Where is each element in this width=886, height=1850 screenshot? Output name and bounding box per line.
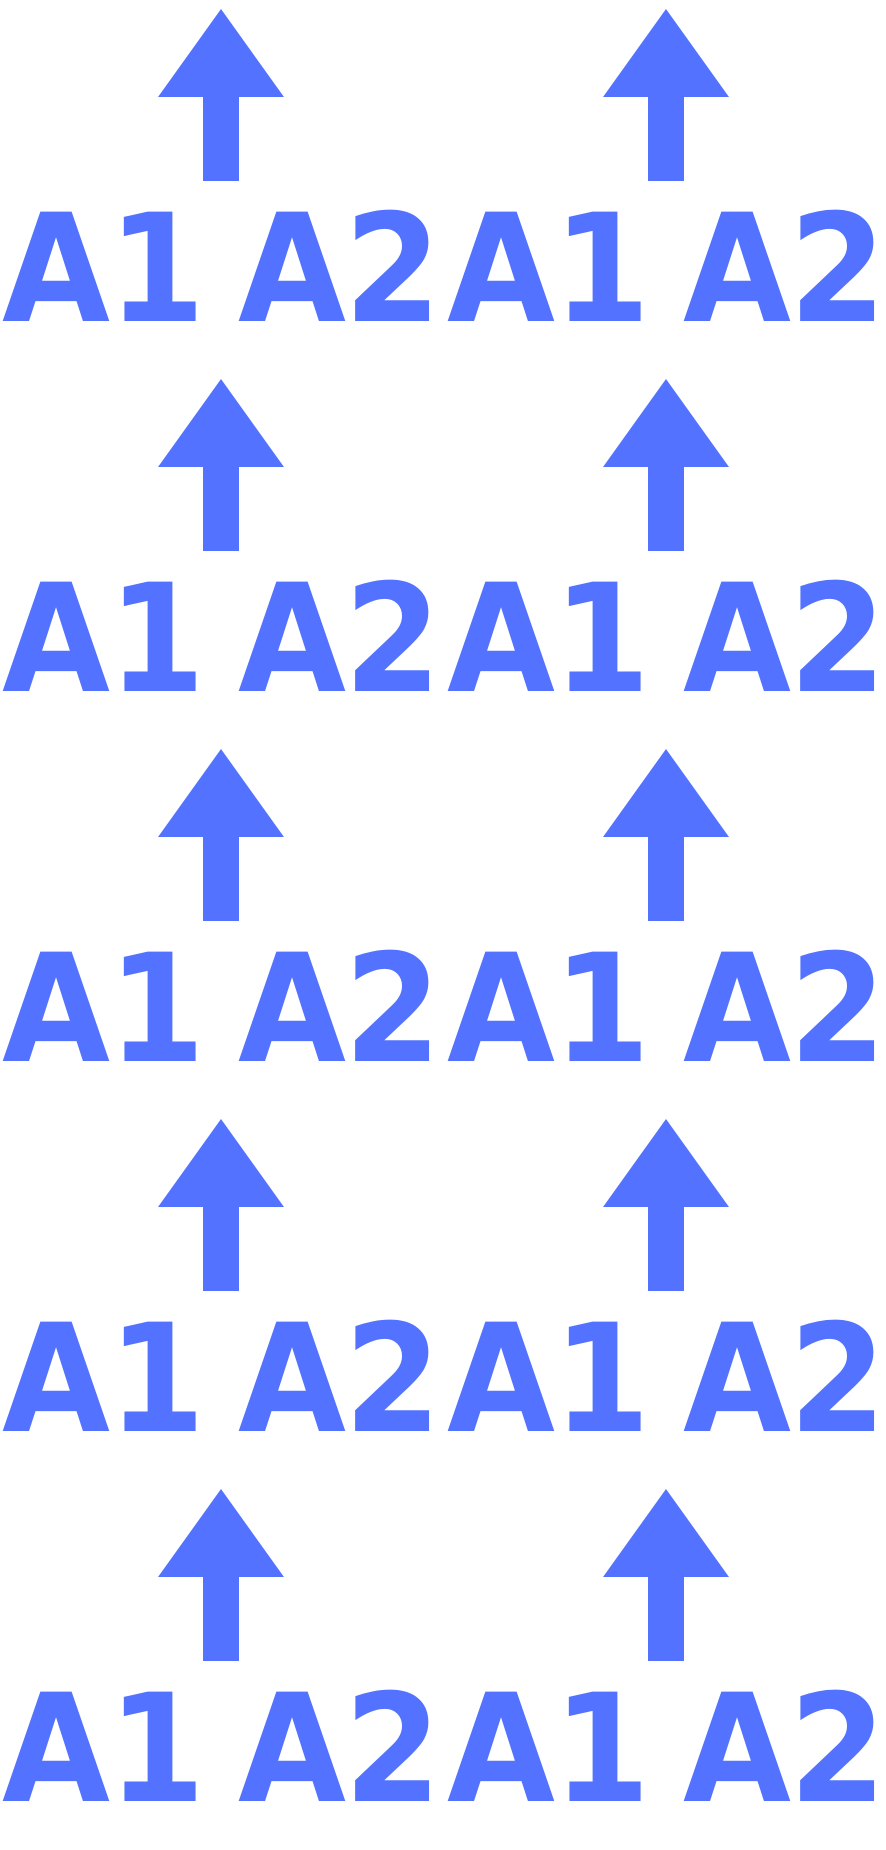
- label-a1: A1: [2, 1663, 205, 1837]
- arrow-up-icon: [603, 749, 729, 921]
- arrow-up-icon: [158, 9, 284, 181]
- label-a1: A1: [447, 1663, 650, 1837]
- label-a1: A1: [447, 183, 650, 357]
- arrow-up-icon: [158, 1119, 284, 1291]
- label-a2: A2: [683, 1663, 886, 1837]
- label-a2: A2: [238, 183, 441, 357]
- label-a1: A1: [447, 1293, 650, 1467]
- label-a2: A2: [683, 923, 886, 1097]
- arrow-up-icon: [603, 379, 729, 551]
- label-a2: A2: [238, 923, 441, 1097]
- arrow-up-icon: [603, 1489, 729, 1661]
- label-a2: A2: [238, 553, 441, 727]
- label-a1: A1: [447, 923, 650, 1097]
- pattern-row-2: A1 A2 A1 A2: [0, 370, 886, 740]
- label-a1: A1: [447, 553, 650, 727]
- pattern-row-3: A1 A2 A1 A2: [0, 740, 886, 1110]
- arrow-up-icon: [603, 9, 729, 181]
- arrow-up-icon: [158, 379, 284, 551]
- label-a2: A2: [683, 183, 886, 357]
- pattern-row-4: A1 A2 A1 A2: [0, 1110, 886, 1480]
- arrow-up-icon: [158, 749, 284, 921]
- label-a2: A2: [683, 1293, 886, 1467]
- pattern-row-5: A1 A2 A1 A2: [0, 1480, 886, 1850]
- label-a2: A2: [238, 1293, 441, 1467]
- label-a2: A2: [238, 1663, 441, 1837]
- label-a1: A1: [2, 923, 205, 1097]
- label-a1: A1: [2, 1293, 205, 1467]
- label-a1: A1: [2, 553, 205, 727]
- pattern-row-1: A1 A2 A1 A2: [0, 0, 886, 370]
- label-a1: A1: [2, 183, 205, 357]
- label-a2: A2: [683, 553, 886, 727]
- arrow-up-icon: [158, 1489, 284, 1661]
- arrow-up-icon: [603, 1119, 729, 1291]
